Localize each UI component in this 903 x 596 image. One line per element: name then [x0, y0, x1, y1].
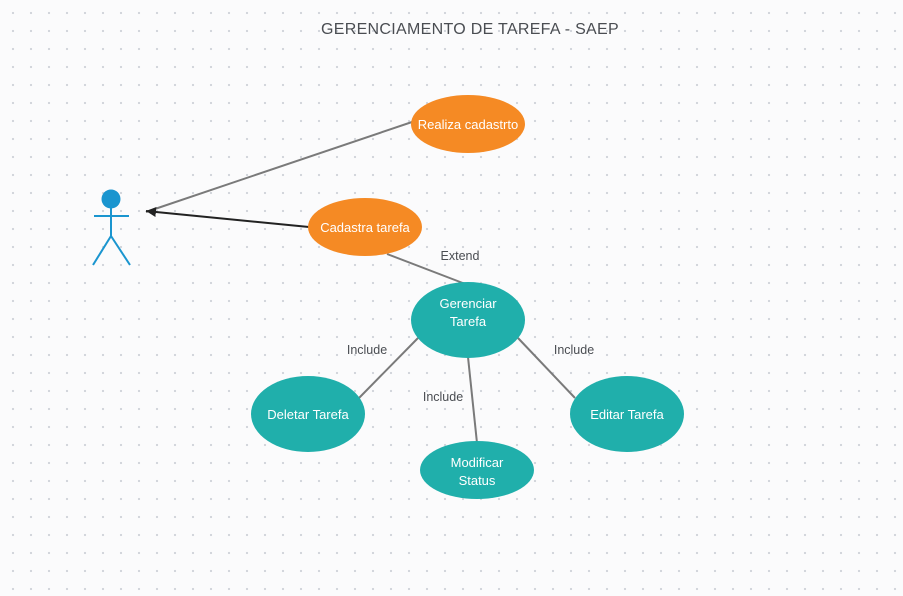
usecase-deletar-tarefa[interactable]: Deletar Tarefa: [251, 376, 365, 452]
include-edge-editar[interactable]: [517, 337, 576, 399]
usecase-modificar-status-label-line1: Modificar: [451, 455, 504, 470]
usecase-modificar-status[interactable]: Modificar Status: [420, 441, 534, 499]
association-cadastra-tarefa[interactable]: [145, 207, 310, 228]
usecase-gerenciar-tarefa-label-line1: Gerenciar: [439, 296, 497, 311]
usecase-cadastra-tarefa-label: Cadastra tarefa: [320, 220, 410, 235]
usecase-cadastra-tarefa[interactable]: Cadastra tarefa: [308, 198, 422, 256]
usecase-editar-tarefa-label: Editar Tarefa: [590, 407, 664, 422]
stick-figure-actor-icon[interactable]: [92, 189, 131, 266]
include-label-deletar: Include: [347, 343, 387, 357]
association-realiza-cadastro[interactable]: [145, 121, 413, 213]
include-edge-deletar[interactable]: [358, 337, 419, 399]
usecase-realiza-cadastro-label: Realiza cadastrto: [418, 117, 518, 132]
extend-label: Extend: [441, 249, 480, 263]
include-label-editar: Include: [554, 343, 594, 357]
diagram-title: GERENCIAMENTO DE TAREFA - SAEP: [321, 21, 619, 38]
extend-edge[interactable]: [386, 253, 469, 286]
usecase-realiza-cadastro[interactable]: Realiza cadastrto: [411, 95, 525, 153]
usecase-editar-tarefa[interactable]: Editar Tarefa: [570, 376, 684, 452]
usecase-gerenciar-tarefa-label-line2: Tarefa: [450, 314, 487, 329]
include-edge-modificar[interactable]: [467, 356, 478, 444]
usecase-modificar-status-label-line2: Status: [459, 473, 496, 488]
usecase-deletar-tarefa-label: Deletar Tarefa: [267, 407, 349, 422]
usecase-gerenciar-tarefa[interactable]: Gerenciar Tarefa: [411, 282, 525, 358]
include-label-modificar: Include: [423, 390, 463, 404]
